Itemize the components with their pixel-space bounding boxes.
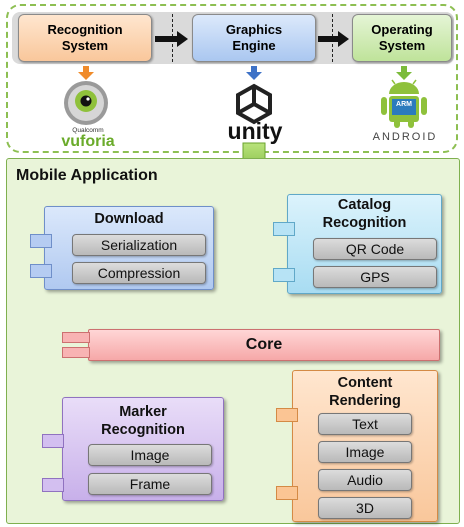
compression-item: Compression [72, 262, 206, 284]
vuforia-small-text: Qualcomm [72, 127, 104, 134]
core-port-bottom [62, 347, 90, 358]
core-port-top [62, 332, 90, 343]
marker-title: Marker Recognition [101, 404, 185, 438]
down-arrow-os [396, 66, 412, 80]
download-port-bottom [30, 264, 52, 278]
unity-wordmark: unity [227, 118, 283, 144]
audio-item: Audio [318, 469, 412, 491]
arm-label: ARM [396, 101, 412, 108]
download-title: Download [94, 211, 164, 227]
frame-item: Frame [88, 473, 212, 495]
marker-image-item: Image [88, 444, 212, 466]
gps-item: GPS [313, 266, 437, 288]
core-bar: Core [88, 329, 440, 361]
content-title: Content Rendering [329, 375, 401, 409]
graphics-engine-box: Graphics Engine [192, 14, 316, 62]
catalog-port-top [273, 222, 295, 236]
down-arrow-graphics [246, 66, 262, 80]
content-port-top [276, 408, 298, 422]
platform-tier [6, 4, 458, 153]
marker-port-top [42, 434, 64, 448]
recognition-system-box: Recognition System [18, 14, 152, 62]
flow-arrow-recognition-to-graphics [155, 31, 188, 47]
content-image-item: Image [318, 441, 412, 463]
unity-logo-icon [236, 83, 272, 125]
serialization-item: Serialization [72, 234, 206, 256]
text-item: Text [318, 413, 412, 435]
3d-item: 3D [318, 497, 412, 519]
catalog-title: Catalog Recognition [322, 197, 407, 231]
operating-system-box: Operating System [352, 14, 452, 62]
content-port-bottom [276, 486, 298, 500]
android-wordmark: ANDROID [372, 131, 438, 143]
panel-title: Mobile Application [16, 167, 158, 184]
vuforia-wordmark: vuforia [61, 133, 115, 150]
flow-arrow-graphics-to-os [318, 31, 349, 47]
catalog-port-bottom [273, 268, 295, 282]
download-port-top [30, 234, 52, 248]
android-logo-icon [381, 79, 427, 128]
marker-port-bottom [42, 478, 64, 492]
vuforia-logo-icon [64, 81, 108, 125]
down-arrow-recognition [78, 66, 94, 80]
qr-code-item: QR Code [313, 238, 437, 260]
